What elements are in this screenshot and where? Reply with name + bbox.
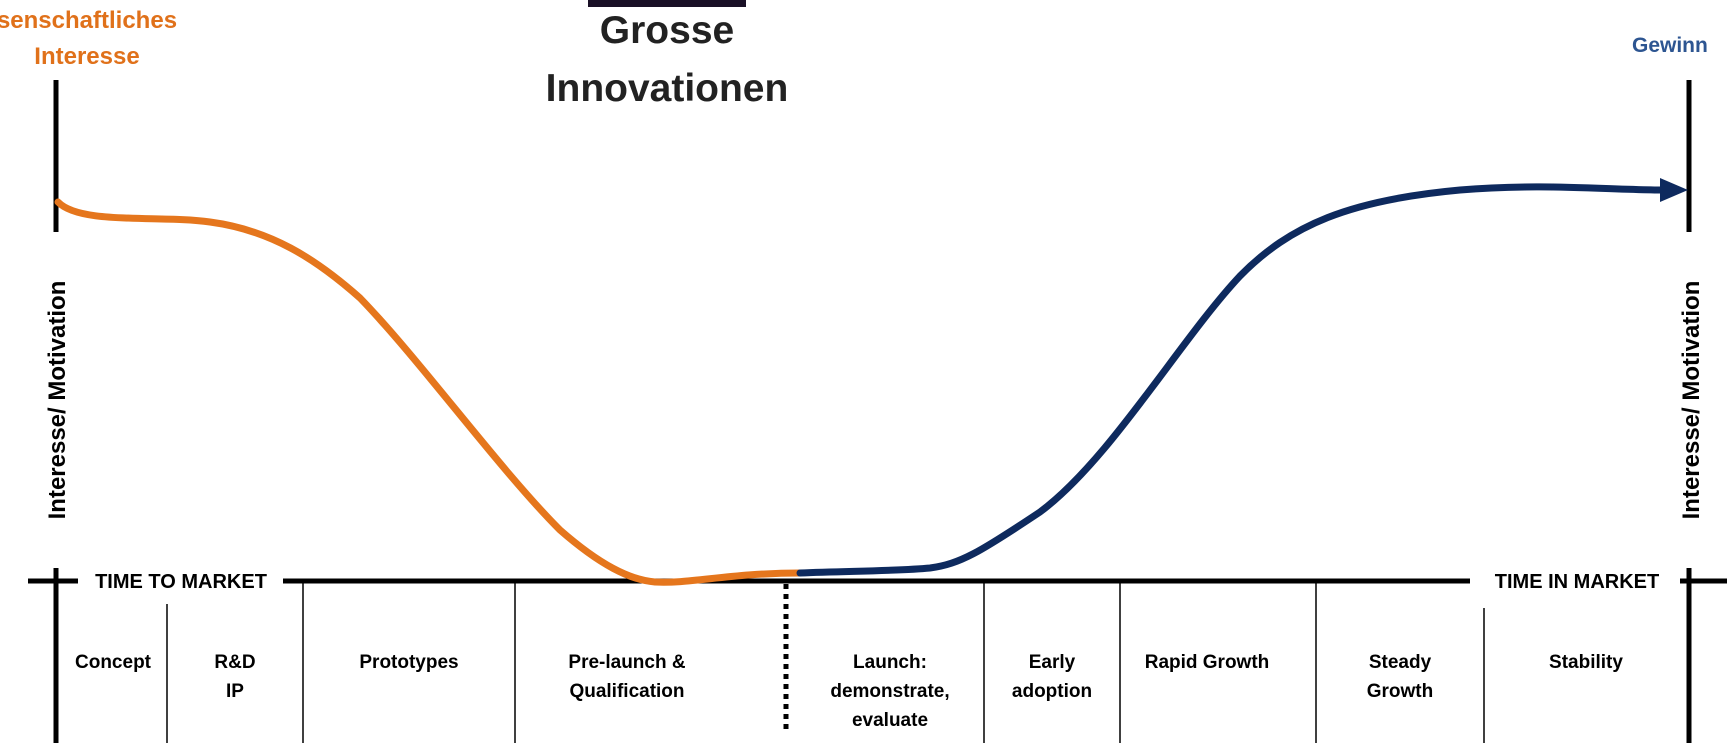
phase-label-rd-ip: R&D IP — [168, 648, 302, 706]
phase-label-prototypes: Prototypes — [304, 648, 514, 677]
phase-label-line: Steady — [1368, 652, 1432, 673]
phase-label-line: evaluate — [851, 710, 929, 731]
phase-label-line: Concept — [75, 652, 151, 673]
phase-label-line: Prototypes — [359, 652, 459, 673]
title-image-fragment — [588, 0, 746, 7]
phase-label-stability: Stability — [1485, 648, 1687, 677]
phase-label-line: Growth — [1366, 681, 1434, 702]
phase-label-line: Rapid Growth — [1144, 652, 1270, 673]
left-axis-label: Interesse/ Motivation — [44, 280, 71, 520]
scientific-interest-label-line2: Interesse — [34, 43, 140, 70]
diagram-title-line2: Innovationen — [545, 67, 789, 110]
time-in-market-label: TIME IN MARKET — [1494, 571, 1660, 593]
phase-label-line: adoption — [1011, 681, 1093, 702]
scientific-interest-curve — [54, 198, 804, 586]
profit-label: Gewinn — [1632, 34, 1708, 57]
scientific-interest-label: senschaftliches Interesse — [0, 3, 192, 75]
time-to-market-label: TIME TO MARKET — [95, 571, 267, 593]
diagram-title-line1: Grosse — [599, 9, 735, 52]
phase-label-line: Launch: — [853, 652, 927, 673]
right-axis-label: Interesse/ Motivation — [1678, 280, 1705, 520]
phase-label-line: demonstrate, — [830, 681, 950, 702]
phase-label-line: IP — [226, 681, 244, 702]
phase-label-rapid-growth: Rapid Growth — [1121, 648, 1293, 677]
phase-label-line: Stability — [1549, 652, 1623, 673]
diagram-title: Grosse Innovationen — [510, 2, 824, 118]
phase-label-line: Qualification — [569, 681, 685, 702]
phase-label-pre-launch: Pre-launch & Qualification — [516, 648, 738, 706]
phase-label-line: R&D — [214, 652, 256, 673]
phase-label-early-adoption: Early adoption — [985, 648, 1119, 706]
scientific-interest-label-line1: senschaftliches — [0, 7, 178, 34]
phase-label-steady-growth: Steady Growth — [1317, 648, 1483, 706]
profit-curve-arrowhead — [1660, 178, 1688, 202]
phase-label-line: Early — [1028, 652, 1076, 673]
phase-label-launch: Launch: demonstrate, evaluate — [800, 648, 980, 735]
phase-label-concept: Concept — [58, 648, 168, 677]
phase-label-line: Pre-launch & — [568, 652, 686, 673]
profit-curve — [796, 183, 1668, 577]
